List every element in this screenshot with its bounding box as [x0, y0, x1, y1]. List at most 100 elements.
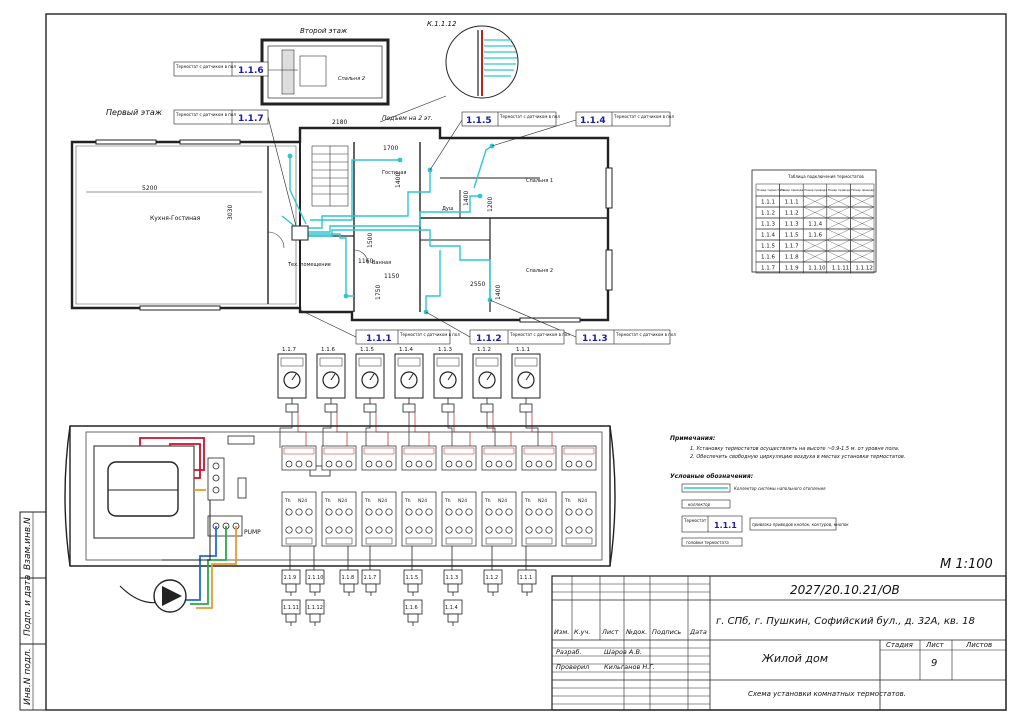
name-developer: Шаров А.В. — [604, 648, 642, 656]
table-cell-cross — [826, 239, 851, 252]
connection-table: Таблица подключения термостатов Номер те… — [751, 169, 877, 274]
terminal-screw — [405, 508, 413, 516]
terminal-screw — [385, 508, 393, 516]
terminal-screw — [305, 460, 313, 468]
terminal-screw — [485, 508, 493, 516]
collector-marker — [291, 225, 309, 241]
table-cell-text: 1.1.1 — [761, 200, 775, 206]
table-cell-cross — [803, 206, 827, 219]
terminal-screw — [365, 508, 373, 516]
terminal-screw — [335, 508, 343, 516]
terminal-screw — [585, 526, 593, 534]
actuator-1.1.7: 1.1.7 — [361, 546, 381, 596]
legend-actuator-note: привязка приводов кнопок, контуров, кноп… — [752, 522, 849, 527]
table-header-text: Номер привода — [828, 188, 851, 192]
terminal-screw — [465, 508, 473, 516]
actuator-code: 1.1.3 — [446, 575, 459, 581]
zone-label-strip — [325, 537, 353, 545]
thermostat-cable — [447, 412, 453, 448]
terminal-screw — [565, 508, 573, 516]
callout-1.1.4: 1.1.4 Термостат с датчиком в пол — [575, 111, 674, 127]
terminal-screw — [415, 526, 423, 534]
terminal-screw — [455, 460, 463, 468]
terminal-screw — [575, 526, 583, 534]
callout-leaders — [267, 69, 577, 338]
actuator-1.1.10: 1.1.10 — [305, 546, 325, 596]
zone-label-strip — [405, 537, 433, 545]
channel-label-n24: N24 — [338, 498, 347, 504]
channel-label-n24: N24 — [418, 498, 427, 504]
table-cell-cross — [826, 206, 851, 219]
table-cell-cross — [803, 250, 827, 263]
dim-1160: 1160 — [358, 258, 373, 265]
terminal-screw — [425, 460, 433, 468]
callout-text: Термостат с датчиком в пол — [399, 332, 460, 337]
callout-code: 1.1.4 — [580, 116, 606, 126]
thermostat-display — [358, 357, 382, 367]
terminal-screw — [425, 526, 433, 534]
callout-1.1.5: 1.1.5 Термостат с датчиком в пол — [461, 111, 560, 127]
legend: Условные обозначения: Коллектор системы … — [670, 473, 849, 547]
actuator-code: 1.1.1 — [520, 575, 533, 581]
actuator-code: 1.1.7 — [364, 575, 377, 581]
channel-label-n24: N24 — [458, 498, 467, 504]
sheets-label: Листов — [965, 641, 992, 649]
actuator-code: 1.1.8 — [342, 575, 355, 581]
actuator-code: 1.1.10 — [308, 575, 324, 581]
terminal-screw — [295, 508, 303, 516]
legend-thermostat-ref: 1.1.1 — [714, 521, 737, 530]
actuator-head-icon — [447, 583, 459, 593]
terminal-screw — [495, 508, 503, 516]
table-cell-cross — [850, 239, 875, 252]
dim-1400c: 1400 — [463, 191, 470, 206]
first-floor-label: Первый этаж — [106, 108, 163, 117]
table-cell-text: 1.1.6 — [761, 255, 775, 261]
dim-5200: 5200 — [142, 185, 157, 192]
actuator-head-icon — [447, 613, 459, 623]
zone-output-block — [321, 491, 357, 547]
terminal-label-strip — [403, 447, 435, 455]
terminal-screw — [445, 460, 453, 468]
table-header-text: Номер термостата — [757, 188, 785, 192]
thermostat-code: 1.1.3 — [438, 347, 452, 353]
actuator-code: 1.1.4 — [445, 605, 458, 611]
callout-code: 1.1.1 — [366, 334, 392, 344]
callout-code: 1.1.3 — [582, 334, 608, 344]
thermostat-code: 1.1.7 — [282, 347, 296, 353]
node-ref-label: К.1.1.12 — [427, 20, 457, 28]
title-col-header: К.уч. — [574, 628, 590, 636]
channel-label-th: Th — [284, 498, 291, 504]
table-cell-text: 1.1.3 — [761, 222, 775, 228]
thermostat-plug — [324, 403, 338, 413]
terminal-label-strip — [483, 447, 515, 455]
channel-label-n24: N24 — [498, 498, 507, 504]
channel-label-th: Th — [404, 498, 411, 504]
zone-label-strip — [485, 537, 513, 545]
table-cell-cross — [803, 195, 827, 208]
thermostat-cable-red — [336, 412, 348, 448]
role-checker: Проверил — [556, 663, 589, 671]
thermostat-code: 1.1.4 — [399, 347, 413, 353]
dial-pointer — [525, 373, 531, 381]
zone-label-strip — [365, 537, 393, 545]
terminal-screw — [345, 526, 353, 534]
thermostat-display — [397, 357, 421, 367]
table-cell-cross — [850, 228, 875, 241]
thermostat-1.1.3: 1.1.3 — [433, 347, 471, 448]
zone-output-block — [401, 491, 437, 547]
thermostat-cable-red — [297, 412, 307, 448]
thermostat-cable-red — [453, 412, 471, 448]
channel-label-n24: N24 — [298, 498, 307, 504]
terminal-screw — [285, 460, 293, 468]
table-cell-text: 1.1.8 — [785, 255, 799, 261]
title-col-header: №док. — [625, 628, 647, 636]
drawing-title: Схема установки комнатных термостатов. — [748, 690, 906, 698]
callout-code: 1.1.2 — [476, 334, 502, 344]
zone-output-block — [521, 491, 557, 547]
actuator-1.1.9: 1.1.9 — [281, 546, 301, 596]
dim-1200: 1200 — [487, 197, 494, 212]
zone-output-block — [481, 491, 517, 547]
table-cell-text: 1.1.11 — [832, 266, 850, 272]
pump-icon — [153, 579, 187, 613]
actuator-head-icon — [343, 583, 355, 593]
